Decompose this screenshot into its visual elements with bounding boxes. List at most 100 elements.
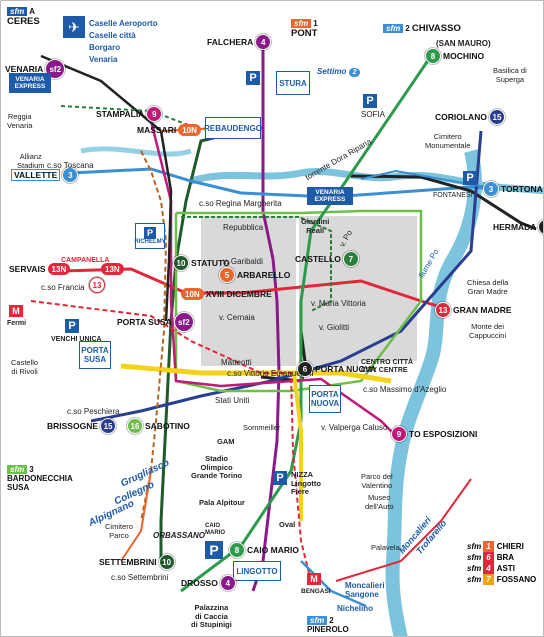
drosso-label: DROSSO: [181, 578, 218, 588]
basilica-l1: Basilica di: [493, 66, 527, 75]
stop-porta-susa[interactable]: PORTA SUSA sf2: [117, 312, 194, 332]
airport-stop[interactable]: Venaria: [89, 55, 118, 64]
stop-servais[interactable]: SERVAIS 13N: [9, 263, 71, 275]
stop-castello[interactable]: CASTELLO 7: [295, 251, 359, 267]
pv-l1: Parco del: [361, 472, 393, 481]
cms-l2: MARIO: [205, 530, 225, 536]
ms-l2: Sangone: [345, 590, 379, 599]
moncalieri-sangone[interactable]: Moncalieri Sangone: [345, 581, 385, 599]
porta-susa-label: PORTA SUSA: [117, 317, 172, 327]
centro-l2: CITY CENTRE: [361, 367, 408, 374]
sfm-tag: sfm: [467, 575, 482, 584]
poi-lingotto-fiere[interactable]: NIZZA Lingotto Fiere: [291, 470, 321, 497]
stop-brissogne[interactable]: BRISSOGNE 15: [47, 418, 117, 434]
reggia-l2: Venaria: [7, 120, 33, 130]
caio-mario-small: CAIO MARIO: [205, 523, 225, 537]
monte-l2: Cappuccini: [469, 330, 507, 340]
line-brown: [140, 150, 168, 522]
stop-arbarello[interactable]: 5 ARBARELLO: [219, 267, 290, 283]
massari-label: MASSARI: [137, 125, 177, 135]
cms-l1: CAIO: [205, 523, 220, 529]
stop-hermada[interactable]: HERMADA 6: [493, 219, 543, 235]
stop-gran-madre[interactable]: 13 GRAN MADRE: [435, 302, 512, 318]
box-richelmy[interactable]: P RICHELMY: [134, 223, 166, 249]
campanella-label[interactable]: CAMPANELLA: [61, 257, 110, 264]
line-6: [350, 174, 537, 231]
stop-xviii[interactable]: 10N XVIII DICEMBRE: [181, 288, 272, 300]
stop-caio-mario[interactable]: 8 CAIO MARIO: [229, 542, 299, 558]
stop-vallette[interactable]: VALLETTE 3: [11, 167, 79, 183]
street-label: c.so Toscana: [47, 161, 94, 170]
lingotto-label: LINGOTTO: [236, 566, 278, 576]
stop-tortona[interactable]: 3 TORTONA: [483, 181, 543, 197]
stop-settembrini[interactable]: SETTEMBRINI 10: [99, 554, 175, 570]
sfm-tag: sfm: [467, 542, 482, 551]
nichelino-label[interactable]: Nichelino: [337, 604, 374, 613]
stadio-l3: Grande Torino: [191, 471, 243, 480]
line-badge: 9: [146, 106, 163, 122]
street-label: c.so Massimo d'Azeglio: [363, 385, 447, 394]
rebaudengo-label: REBAUDENGO: [204, 123, 262, 133]
sfm-destination: BRA: [496, 553, 515, 562]
sfm-tag: sfm: [7, 465, 28, 474]
stop-statuto[interactable]: 10 STATUTO: [173, 255, 230, 271]
line-badge: 10N: [181, 288, 204, 300]
box-porta-susa[interactable]: PORTA SUSA: [79, 341, 111, 369]
box-lingotto[interactable]: LINGOTTO: [233, 561, 281, 581]
box-stura[interactable]: STURA: [276, 71, 310, 95]
settembrini-label: SETTEMBRINI: [99, 557, 157, 567]
gran-madre-label: GRAN MADRE: [453, 305, 512, 315]
line-10: [159, 129, 242, 563]
stop-to-esposizioni[interactable]: 9 TO ESPOSIZIONI: [391, 426, 477, 442]
line-badge: 13: [435, 302, 451, 318]
stop-drosso[interactable]: DROSSO 4: [181, 575, 236, 591]
stop-falchera[interactable]: FALCHERA 4: [207, 34, 272, 50]
ps-l2: SUSA: [83, 355, 107, 364]
line-badge: 15: [100, 418, 117, 434]
airport-stop[interactable]: Borgaro: [89, 43, 121, 52]
stop-massari[interactable]: MASSARI 10N: [137, 124, 201, 136]
ve2-l1: VENARIA: [315, 189, 345, 196]
sfm-num: 1: [483, 541, 494, 552]
brissogne-label: BRISSOGNE: [47, 421, 99, 431]
pn-l2: NUOVA: [310, 399, 340, 408]
airport-stop[interactable]: Caselle Aeroporto: [89, 19, 158, 28]
airport-stops: Caselle Aeroporto Caselle città Borgaro …: [89, 18, 158, 66]
block-center-north: [201, 216, 296, 296]
sfm-destination: CHIERI: [496, 542, 524, 551]
venaria-label: VENARIA: [5, 64, 44, 74]
tortona-label: TORTONA: [501, 184, 543, 194]
stop-stampalia[interactable]: STAMPALIA 9: [96, 106, 163, 122]
airport-stop[interactable]: Caselle città: [89, 31, 136, 40]
poi-allianz: Allianz Stadium: [17, 152, 45, 170]
poi-chiesa: Chiesa della Gran Madre: [467, 278, 508, 296]
stop-porta-nuova[interactable]: 6 PORTA NUOVA: [297, 361, 376, 377]
line-badge: 16: [127, 418, 143, 434]
poi-museo-auto: Museo dell'Auto: [365, 493, 394, 511]
venaria-express-box: VENARIA EXPRESS: [9, 73, 51, 93]
castello-label: CASTELLO: [295, 254, 341, 264]
fermi-label: Fermi: [7, 320, 27, 327]
campanella-badge: 13N: [101, 263, 124, 275]
box-porta-nuova[interactable]: PORTA NUOVA: [309, 385, 341, 413]
box-rebaudengo[interactable]: REBAUDENGO: [204, 117, 262, 139]
settimo-label[interactable]: Settimo 2: [317, 67, 361, 77]
stop-sabotino[interactable]: 16 SABOTINO: [127, 418, 190, 434]
line-badge: 13N: [47, 263, 71, 275]
river-po: [385, 149, 482, 636]
stop-mochino[interactable]: 8 MOCHINO: [425, 48, 484, 64]
sfm-diag: [335, 478, 472, 582]
stop-coriolano[interactable]: CORIOLANO 15: [435, 109, 505, 125]
allianz-l2: Stadium: [17, 160, 45, 170]
sfm-num: 3: [29, 465, 34, 474]
street-label: Repubblica: [223, 223, 264, 232]
